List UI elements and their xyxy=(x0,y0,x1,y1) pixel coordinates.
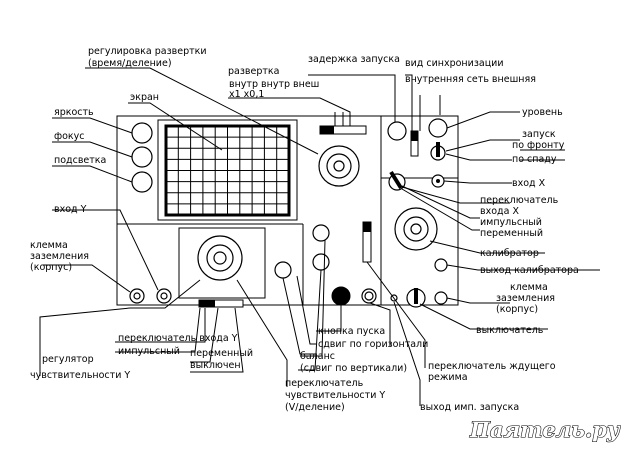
sync-mode-switch[interactable] xyxy=(410,130,419,157)
label-switch-x: переключатель xyxy=(480,195,559,206)
label-calibrator-out: выход калибратора xyxy=(480,265,579,276)
leader-lines xyxy=(39,67,600,406)
label-sweep-adjust-unit: (время/деление) xyxy=(88,58,172,69)
label-standby-switch-2: режима xyxy=(428,372,468,383)
power-switch[interactable] xyxy=(406,288,426,308)
label-screen: экран xyxy=(130,92,159,103)
label-h-shift: сдвиг по горизонтали xyxy=(318,339,428,350)
ground-terminal-right[interactable] xyxy=(434,291,448,305)
label-edge-rise: по фронту xyxy=(512,140,565,151)
label-ground-left: клемма xyxy=(30,240,68,251)
label-trigger-delay: задержка запуска xyxy=(308,54,400,65)
label-sens-switch-2: чувствительности Y xyxy=(285,390,385,401)
label-sens-switch-3: (V/деление) xyxy=(285,402,345,413)
label-alternating-x: переменный xyxy=(480,228,543,239)
label-off-y: выключен xyxy=(190,360,241,371)
label-sweep-mult: x1 x0,1 xyxy=(229,89,264,100)
label-input-y: вход Y xyxy=(54,204,87,215)
label-switch-x-2: входа X xyxy=(480,206,519,217)
backlight-knob[interactable] xyxy=(131,171,153,193)
input-y-connector[interactable] xyxy=(156,288,172,304)
sensitivity-y-knob[interactable] xyxy=(197,235,243,281)
label-ground-right-3: (корпус) xyxy=(496,304,538,315)
label-start-button: кнопка пуска xyxy=(318,326,385,337)
label-backlight: подсветка xyxy=(54,155,106,166)
start-button[interactable] xyxy=(331,286,351,306)
standby-switch[interactable] xyxy=(362,221,372,263)
start-button-socket[interactable] xyxy=(361,288,377,304)
label-sens-switch: переключатель xyxy=(285,378,364,389)
label-sens-regulator: регулятор xyxy=(42,354,94,365)
label-focus: фокус xyxy=(54,131,85,142)
label-balance-note: (сдвиг по вертикали) xyxy=(300,363,407,374)
ground-terminal-left[interactable] xyxy=(129,288,145,304)
label-sens-regulator-2: чувствительности Y xyxy=(30,370,130,381)
label-trigger: запуск xyxy=(522,129,556,140)
label-pulsed-x: импульсный xyxy=(480,217,542,228)
label-ground-left-2: заземления xyxy=(30,251,89,262)
label-ground-right: клемма xyxy=(510,282,548,293)
label-sweep: развертка xyxy=(228,66,279,77)
trigger-edge-toggle[interactable] xyxy=(430,142,446,161)
brightness-knob[interactable] xyxy=(131,122,153,144)
label-sync-mode: вид синхронизации xyxy=(405,58,504,69)
level-knob[interactable] xyxy=(428,118,448,138)
label-sweep-adjust: регулировка развертки xyxy=(88,46,207,57)
horizontal-shift-knob[interactable] xyxy=(274,261,292,279)
label-input-x: вход X xyxy=(512,178,546,189)
label-standby-switch: переключатель ждущего xyxy=(428,361,556,372)
calibrator-knob[interactable] xyxy=(394,207,438,251)
trigger-delay-knob[interactable] xyxy=(387,121,407,141)
label-ground-right-2: заземления xyxy=(496,293,555,304)
vertical-shift-knob[interactable] xyxy=(312,253,330,271)
label-power-switch: выключатель xyxy=(476,325,544,336)
label-brightness: яркость xyxy=(54,107,94,118)
label-calibrator: калибратор xyxy=(480,248,539,259)
label-pulsed-y: импульсный xyxy=(118,346,180,357)
input-y-switch[interactable] xyxy=(198,299,244,308)
focus-knob[interactable] xyxy=(131,146,153,168)
calibrator-out-connector[interactable] xyxy=(434,258,448,272)
watermark-logo: Паятель.ру xyxy=(469,417,621,442)
label-sync-options: внутренняя сеть внешняя xyxy=(405,74,536,85)
label-level: уровень xyxy=(522,107,563,118)
label-alternating-y: переменный xyxy=(190,348,253,359)
balance-knob[interactable] xyxy=(312,224,330,242)
label-trigger-pulse-out: выход имп. запуска xyxy=(420,402,519,413)
screen xyxy=(157,119,298,221)
y-input-area xyxy=(178,227,266,299)
label-edge-fall: по спаду xyxy=(512,154,557,165)
sweep-switch-lever xyxy=(320,126,334,134)
sweep-time-knob[interactable] xyxy=(318,145,360,187)
label-switch-y: переключатель входа Y xyxy=(118,333,238,344)
input-x-switch[interactable] xyxy=(388,170,406,191)
label-ground-left-3: (корпус) xyxy=(30,262,72,273)
label-sweep-options: внутр внутр внеш xyxy=(229,79,319,90)
label-balance: баланс xyxy=(300,351,335,362)
